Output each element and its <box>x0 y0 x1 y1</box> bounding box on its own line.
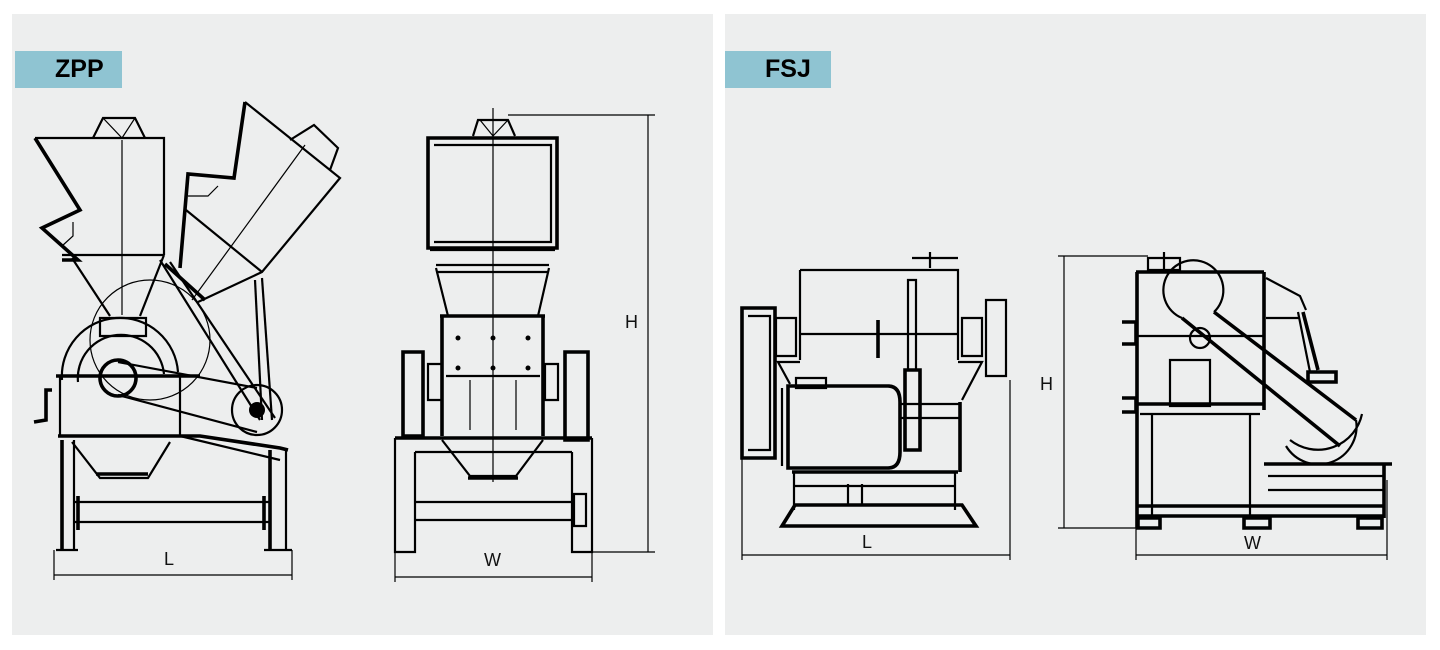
zpp-dimension-h: H <box>625 312 638 332</box>
zpp-dimension-w: W <box>484 550 501 570</box>
fsj-side-view: W H <box>1040 252 1392 560</box>
fsj-panel: L <box>725 14 1426 635</box>
zpp-dimension-l: L <box>164 549 174 569</box>
fsj-front-view: L <box>740 252 1011 560</box>
fsj-dimension-w: W <box>1244 533 1261 553</box>
model-tag-fsj: FSJ <box>725 51 831 88</box>
zpp-side-view: L <box>33 101 342 580</box>
fsj-drawing: L <box>740 252 1392 560</box>
fsj-dimension-h: H <box>1040 374 1053 394</box>
fsj-dimension-l: L <box>862 532 872 552</box>
zpp-front-view: W H <box>393 108 655 582</box>
zpp-drawing: L <box>33 101 655 582</box>
zpp-panel: L <box>12 14 713 635</box>
model-tag-zpp: ZPP <box>15 51 122 88</box>
